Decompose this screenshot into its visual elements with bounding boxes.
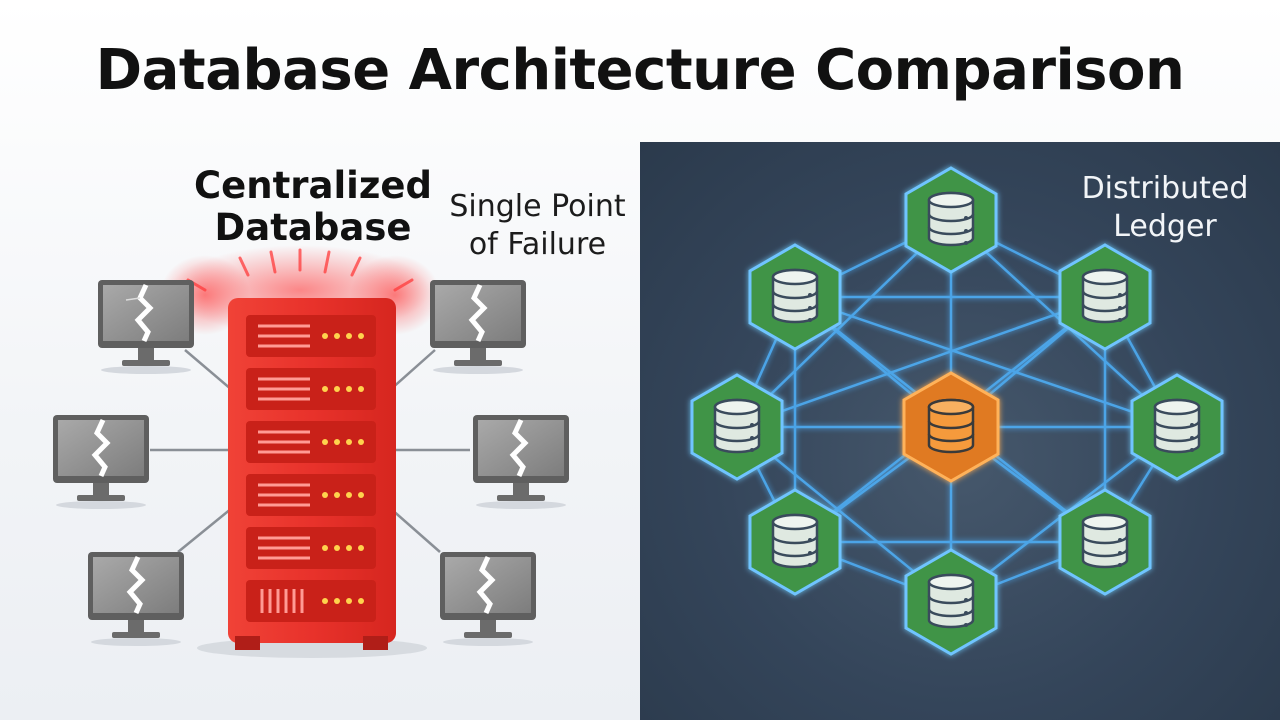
failure-label-line: Single Point (449, 189, 626, 224)
client-monitor (53, 415, 149, 509)
server-unit (246, 368, 376, 410)
centralized-title-line: Centralized (194, 164, 432, 207)
client-monitor (473, 415, 569, 509)
ledger-center-node (902, 371, 1000, 483)
server-unit (246, 474, 376, 516)
centralized-title-line: Database (214, 206, 412, 249)
failure-label-line: of Failure (468, 227, 607, 262)
ledger-node (690, 373, 784, 481)
ledger-label-line: Ledger (1113, 209, 1217, 244)
client-monitor (88, 552, 184, 646)
ledger-node (748, 243, 842, 351)
server-unit (246, 527, 376, 569)
client-monitor (440, 552, 536, 646)
ledger-node (1058, 243, 1152, 351)
ledger-node (748, 488, 842, 596)
ledger-node (1130, 373, 1224, 481)
client-links (150, 349, 470, 553)
distributed-panel: Distributed Ledger (640, 142, 1280, 720)
page-title: Database Architecture Comparison (95, 38, 1185, 103)
server-unit (246, 580, 376, 622)
distributed-ledger-label: Distributed Ledger (1060, 170, 1270, 246)
central-server-rack (228, 298, 396, 650)
ledger-node (904, 548, 998, 656)
single-point-of-failure-label: Single Point of Failure (440, 188, 635, 264)
centralized-panel: Centralized Database Single Point of Fai… (0, 140, 640, 720)
ledger-label-line: Distributed (1081, 171, 1249, 206)
server-unit (246, 421, 376, 463)
ledger-node (1058, 488, 1152, 596)
ledger-node (904, 166, 998, 274)
centralized-database-title: Centralized Database (188, 165, 438, 249)
distributed-ledger-diagram (690, 166, 1224, 656)
centralized-diagram (53, 245, 569, 658)
client-monitor (430, 280, 526, 374)
server-unit (246, 315, 376, 357)
client-monitor (98, 280, 194, 374)
